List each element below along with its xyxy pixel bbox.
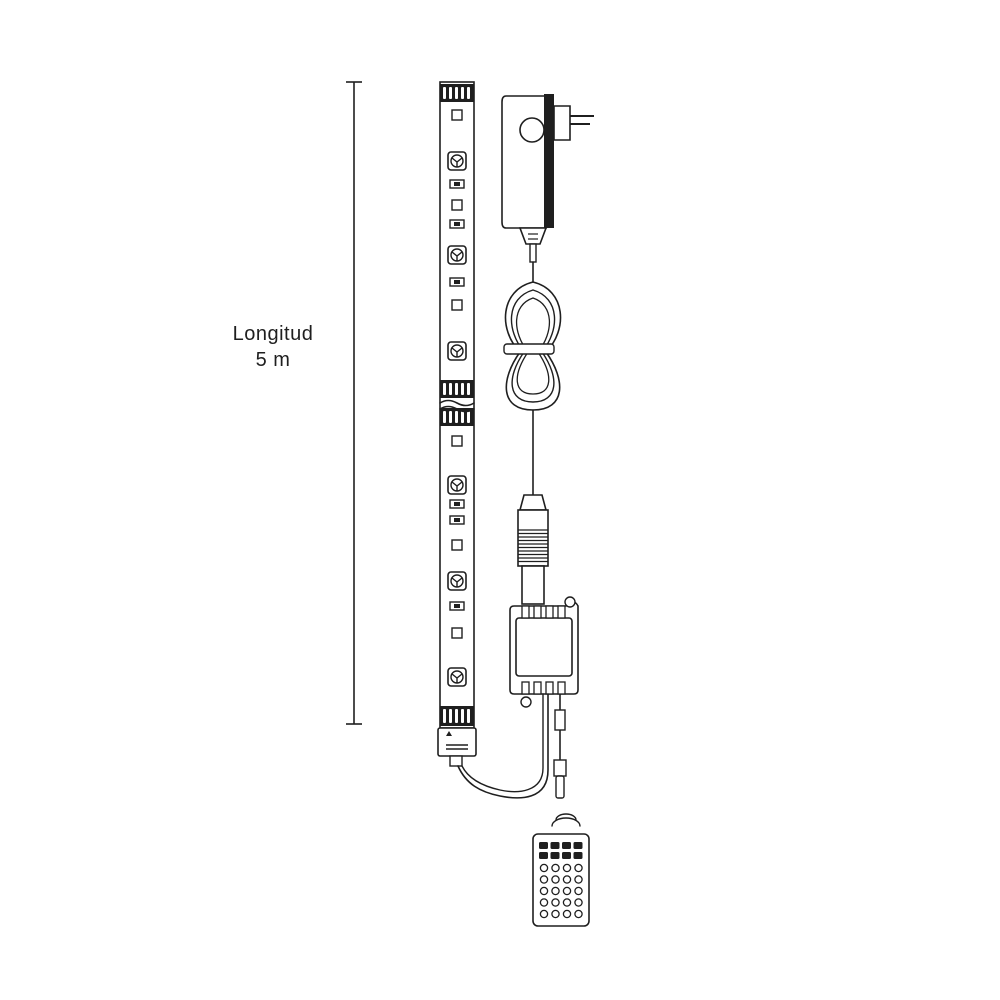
strip-contact-slot [443, 709, 446, 723]
solder-pad [451, 199, 463, 211]
remote-color-button [539, 898, 549, 907]
remote-color-button [574, 909, 583, 919]
ir-receiver-cable-icon [553, 694, 567, 799]
strip-contact-slot [455, 709, 458, 723]
remote-function-button [562, 852, 571, 859]
remote-function-button [573, 842, 583, 849]
strip-contact-slot [443, 411, 446, 423]
controller-box-icon [509, 596, 579, 708]
coiled-cable-icon [503, 261, 562, 496]
strip-contact-slot [455, 383, 458, 395]
strip-contact-slot [455, 87, 458, 99]
strip-contact-slot [449, 383, 452, 395]
strip-end-connector [437, 727, 477, 757]
dc-connector-icon [517, 494, 549, 605]
solder-pad [451, 299, 463, 311]
led-strip-icon [437, 81, 477, 767]
strip-cable-icon [457, 693, 549, 799]
remote-color-button [562, 886, 572, 896]
solder-pad [451, 109, 463, 121]
controller-pin [521, 681, 530, 695]
solder-pad [451, 435, 463, 447]
strip-contact-slot [449, 87, 452, 99]
solder-pad [451, 627, 463, 639]
remote-color-button [551, 909, 560, 919]
remote-color-button [562, 909, 572, 919]
remote-function-button [539, 842, 548, 849]
remote-function-button [550, 852, 560, 859]
remote-control-icon [532, 813, 590, 927]
strip-cut-mark [439, 405, 475, 413]
remote-color-button [551, 875, 560, 884]
controller-pin [545, 681, 554, 695]
remote-color-button [574, 898, 583, 907]
strip-contact-slot [467, 411, 470, 423]
remote-color-button [574, 863, 583, 873]
strip-contact-slot [455, 411, 458, 423]
strip-contact-slot [449, 709, 452, 723]
strip-cut-mark [439, 399, 475, 407]
remote-color-button [539, 909, 549, 919]
solder-pad [451, 539, 463, 551]
remote-function-button [539, 852, 548, 859]
remote-color-button [562, 863, 572, 873]
remote-color-button [551, 898, 560, 907]
dimension-value: 5 m [255, 349, 291, 371]
dimension-label: Longitud [232, 323, 314, 345]
controller-pin [545, 605, 554, 619]
controller-pin [521, 605, 530, 619]
remote-color-button [574, 875, 583, 884]
remote-function-button [550, 842, 560, 849]
strip-contact-slot [461, 411, 464, 423]
strip-contact-slot [467, 383, 470, 395]
remote-color-button [539, 875, 549, 884]
strip-contact-slot [443, 383, 446, 395]
controller-pin [533, 605, 542, 619]
dimension-line [346, 81, 362, 725]
remote-color-button [551, 863, 560, 873]
strip-contact-slot [443, 87, 446, 99]
strip-contact-slot [449, 411, 452, 423]
power-adapter-icon [501, 94, 594, 263]
remote-color-button [562, 875, 572, 884]
strip-contact-slot [461, 383, 464, 395]
strip-contact-slot [467, 87, 470, 99]
controller-pin [533, 681, 542, 695]
strip-contact-slot [467, 709, 470, 723]
controller-pin [557, 605, 566, 619]
strip-contact-slot [461, 87, 464, 99]
remote-color-button [551, 886, 560, 896]
remote-function-button [573, 852, 583, 859]
remote-color-button [539, 886, 549, 896]
remote-function-button [562, 842, 571, 849]
controller-pin [557, 681, 566, 695]
remote-color-button [562, 898, 572, 907]
remote-color-button [539, 863, 549, 873]
strip-contact-slot [461, 709, 464, 723]
remote-color-button [574, 886, 583, 896]
